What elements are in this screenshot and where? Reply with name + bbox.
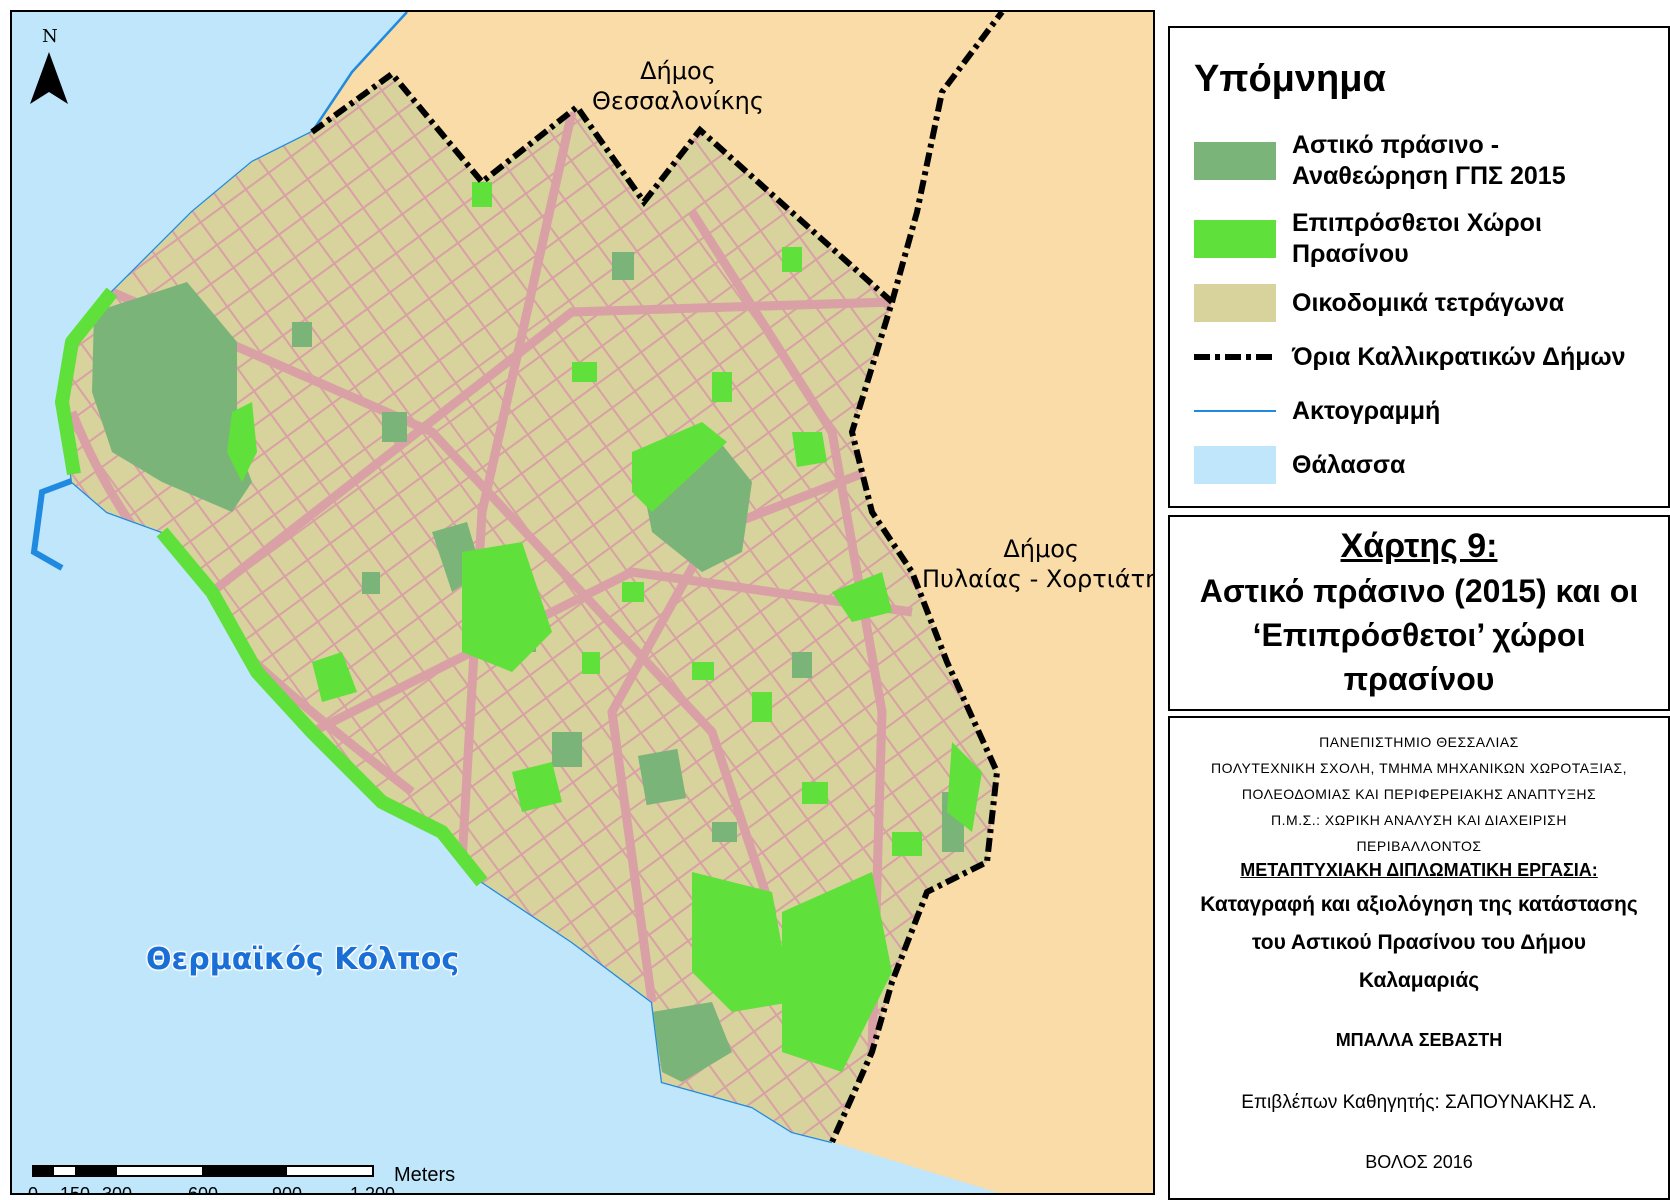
- scale-unit: Meters: [394, 1164, 456, 1186]
- legend-label: Αναθεώρηση ΓΠΣ 2015: [1292, 162, 1566, 190]
- legend-panel: Υπόμνημα Αστικό πράσινο - Αναθεώρηση ΓΠΣ…: [1168, 26, 1670, 508]
- scale-tick-900: 900: [272, 1184, 303, 1195]
- map-title-line: ‘Επιπρόσθετοι’ χώροι: [1252, 617, 1586, 653]
- legend-symbol-coastline: [1194, 392, 1276, 430]
- legend-item-blocks: Οικοδομικά τετράγωνα: [1194, 284, 1564, 322]
- legend-swatch-blocks: [1194, 284, 1276, 322]
- legend-item-boundaries: Όρια Καλλικρατικών Δήμων: [1194, 338, 1626, 376]
- legend-label: Αστικό πράσινο -: [1292, 131, 1500, 159]
- legend-label: Όρια Καλλικρατικών Δήμων: [1292, 342, 1626, 371]
- map-title-line: πρασίνου: [1343, 661, 1495, 697]
- legend-title: Υπόμνημα: [1194, 58, 1386, 100]
- map-frame[interactable]: N Δήμος Θεσσαλονίκης Δήμος Πυλαίας - Χορ…: [10, 10, 1155, 1195]
- label-sea: Θερμαϊκός Κόλπος: [146, 942, 460, 977]
- credit-program: Π.Μ.Σ.: ΧΩΡΙΚΗ ΑΝΑΛΥΣΗ ΚΑΙ ΔΙΑΧΕΙΡΙΣΗ: [1271, 812, 1567, 828]
- legend-item-additional-green: Επιπρόσθετοι Χώροι Πρασίνου: [1194, 208, 1542, 270]
- credit-place-year: ΒΟΛΟΣ 2016: [1365, 1152, 1473, 1172]
- legend-item-coastline: Ακτογραμμή: [1194, 392, 1440, 430]
- legend-label: Επιπρόσθετοι Χώροι: [1292, 209, 1542, 237]
- map-title: Αστικό πράσινο (2015) και οι ‘Επιπρόσθετ…: [1170, 569, 1668, 701]
- credit-thesis-type: ΜΕΤΑΠΤΥΧΙΑΚΗ ΔΙΠΛΩΜΑΤΙΚΗ ΕΡΓΑΣΙΑ:: [1240, 860, 1598, 880]
- credit-supervisor: Επιβλέπων Καθηγητής: ΣΑΠΟΥΝΑΚΗΣ Α.: [1241, 1092, 1597, 1113]
- scale-tick-0: 0: [28, 1184, 39, 1195]
- label-thessaloniki: Δήμος Θεσσαλονίκης: [592, 57, 764, 115]
- legend-label: Πρασίνου: [1292, 240, 1409, 268]
- credit-thesis-title: του Αστικού Πρασίνου του Δήμου: [1251, 931, 1587, 954]
- legend-label: Ακτογραμμή: [1292, 396, 1441, 425]
- legend-label: Θάλασσα: [1292, 450, 1406, 479]
- credit-school: ΠΟΛΕΟΔΟΜΙΑΣ ΚΑΙ ΠΕΡΙΦΕΡΕΙΑΚΗΣ ΑΝΑΠΤΥΞΗΣ: [1241, 786, 1597, 802]
- municipal-boundary-north: [889, 12, 1005, 303]
- scale-bar: [32, 1165, 374, 1177]
- credits-panel: ΠΑΝΕΠΙΣΤΗΜΙΟ ΘΕΣΣΑΛΙΑΣ ΠΟΛΥΤΕΧΝΙΚΗ ΣΧΟΛΗ…: [1168, 716, 1670, 1200]
- coastal-green-strip: [55, 287, 488, 887]
- legend-item-sea: Θάλασσα: [1194, 446, 1405, 484]
- credit-university: ΠΑΝΕΠΙΣΤΗΜΙΟ ΘΕΣΣΑΛΙΑΣ: [1319, 734, 1519, 750]
- credit-thesis-title: Καλαμαριάς: [1358, 969, 1480, 992]
- map-number: Χάρτης 9:: [1340, 527, 1498, 565]
- credit-school: ΠΟΛΥΤΕΧΝΙΚΗ ΣΧΟΛΗ, ΤΜΗΜΑ ΜΗΧΑΝΙΚΩΝ ΧΩΡΟΤ…: [1210, 760, 1628, 776]
- legend-label: Οικοδομικά τετράγωνα: [1292, 288, 1565, 317]
- scale-tick-300: 300: [102, 1184, 133, 1195]
- label-pylaia: Δήμος Πυλαίας - Χορτιάτη: [922, 535, 1155, 593]
- title-panel: Χάρτης 9: Αστικό πράσινο (2015) και οι ‘…: [1168, 515, 1670, 711]
- legend-swatch-additional-green: [1194, 220, 1276, 258]
- municipal-boundary: [310, 69, 1001, 1144]
- legend-item-urban-green: Αστικό πράσινο - Αναθεώρηση ΓΠΣ 2015: [1194, 130, 1566, 192]
- north-letter: N: [42, 26, 58, 47]
- legend-swatch-sea: [1194, 446, 1276, 484]
- scale-tick-1200: 1.200: [350, 1184, 396, 1195]
- credit-author: ΜΠΑΛΛΑ ΣΕΒΑΣΤΗ: [1335, 1030, 1503, 1050]
- sea-area: [12, 12, 999, 1193]
- scale-tick-150: 150: [60, 1184, 91, 1195]
- map-title-line: Αστικό πράσινο (2015) και οι: [1199, 573, 1639, 609]
- north-arrow-icon: [30, 52, 68, 104]
- credit-program: ΠΕΡΙΒΑΛΛΟΝΤΟΣ: [1356, 838, 1482, 854]
- credit-thesis-title: Καταγραφή και αξιολόγηση της κατάστασης: [1200, 893, 1638, 916]
- legend-symbol-boundary: [1194, 338, 1276, 376]
- scale-tick-600: 600: [188, 1184, 219, 1195]
- legend-swatch-urban-green: [1194, 142, 1276, 180]
- map-canvas[interactable]: [12, 12, 1155, 1195]
